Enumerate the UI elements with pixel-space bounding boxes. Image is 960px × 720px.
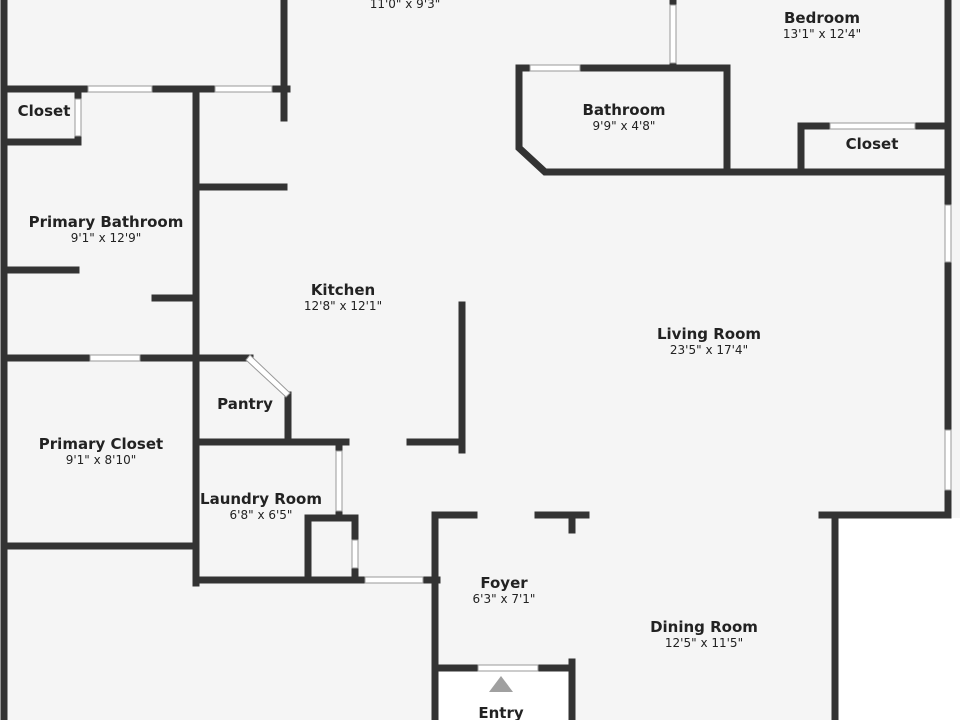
room-name: Entry [478, 704, 524, 720]
room-name: Bathroom [582, 101, 666, 119]
exterior-area [838, 518, 960, 720]
room-name: Primary Closet [38, 435, 164, 453]
room-dims: 9'9" x 4'8" [592, 119, 656, 133]
room-dims: 9'1" x 8'10" [65, 453, 137, 467]
room-dims: 23'5" x 17'4" [669, 343, 749, 357]
room-name: Primary Bathroom [28, 213, 184, 231]
room-entry: Entry [478, 704, 523, 720]
room-closet-right: Closet [846, 135, 899, 153]
room-dims: 6'8" x 6'5" [229, 508, 293, 522]
entry-arrow-icon [489, 676, 513, 692]
room-dims: 13'1" x 12'4" [782, 27, 862, 41]
room-closet-left: Closet [18, 102, 71, 120]
room-dims: 9'1" x 12'9" [70, 231, 142, 245]
room-name: Closet [845, 135, 899, 153]
room-name: Pantry [217, 395, 273, 413]
room-dims: 12'8" x 12'1" [303, 299, 383, 313]
room-name: Laundry Room [200, 490, 322, 508]
room-name: Closet [17, 102, 71, 120]
room-dims: 12'5" x 11'5" [664, 636, 744, 650]
room-top-room: 11'0" x 9'3" [370, 0, 441, 12]
room-pantry: Pantry [217, 395, 273, 413]
room-name: Living Room [656, 325, 762, 343]
entry-floor [438, 671, 569, 720]
room-name: Kitchen [310, 281, 376, 299]
room-name: Bedroom [784, 9, 860, 27]
room-name: Dining Room [650, 618, 758, 636]
room-dims: 6'3" x 7'1" [472, 592, 536, 606]
room-dims: 11'0" x 9'3" [369, 0, 441, 11]
windows [74, 4, 952, 672]
room-name: Foyer [480, 574, 528, 592]
